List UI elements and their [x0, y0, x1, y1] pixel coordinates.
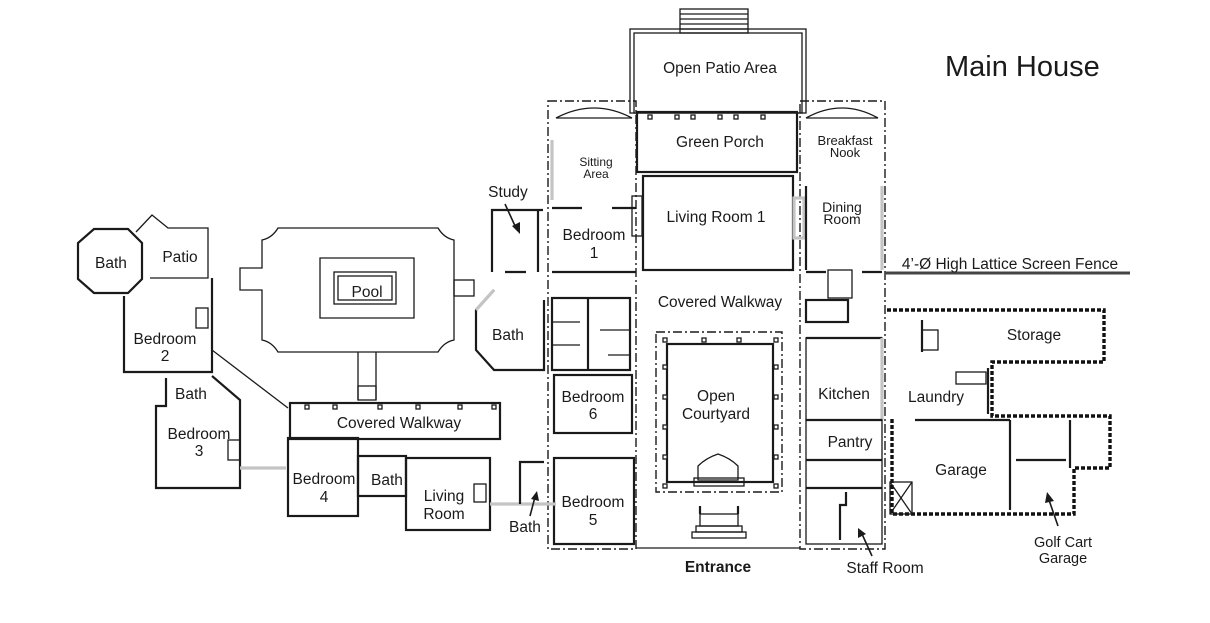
- label-bedroom-3b: 3: [195, 443, 204, 460]
- label-garage: Garage: [935, 462, 987, 479]
- label-bedroom-4b: 4: [320, 489, 329, 506]
- label-courtyard-1: Open: [697, 388, 735, 405]
- label-bedroom-5a: Bedroom: [562, 494, 625, 511]
- main-block-outline: [547, 100, 886, 550]
- pool-bath: [474, 288, 546, 372]
- bedroom-2-walls: [122, 278, 214, 374]
- label-golf-cart-2: Garage: [1039, 551, 1087, 567]
- arrow-staff-room: [858, 528, 873, 557]
- pool-deck: [239, 227, 475, 401]
- label-patio: Patio: [162, 249, 197, 266]
- open-courtyard: [655, 331, 783, 493]
- entrance-steps: [691, 506, 747, 539]
- label-dining-2: Room: [823, 211, 860, 227]
- patio-west: [135, 214, 209, 279]
- bedroom-6-walls: [552, 373, 634, 435]
- label-bedroom-4a: Bedroom: [293, 471, 356, 488]
- label-fence: 4’-Ø High Lattice Screen Fence: [902, 256, 1118, 273]
- label-green-porch: Green Porch: [676, 134, 764, 151]
- bedroom-4-block: [286, 436, 556, 532]
- breakfast-nook-bay: [805, 107, 879, 119]
- label-covered-walkway-west: Covered Walkway: [337, 415, 462, 432]
- label-bath-mid: Bath: [175, 386, 207, 403]
- bedroom-3-walls: [154, 375, 242, 490]
- arrow-study: [504, 203, 520, 234]
- label-bedroom-5b: 5: [589, 512, 598, 529]
- label-living-room-2a: Living: [424, 488, 465, 505]
- study-walls: [490, 208, 543, 274]
- diagonal-walk: [211, 349, 289, 409]
- label-storage: Storage: [1007, 327, 1061, 344]
- arrow-golf-cart: [1045, 492, 1059, 527]
- label-golf-cart-1: Golf Cart: [1034, 535, 1092, 551]
- label-pool: Pool: [351, 284, 382, 301]
- label-breakfast-2: Nook: [830, 145, 861, 160]
- closets: [550, 296, 632, 372]
- label-bath-b4: Bath: [371, 472, 403, 489]
- label-covered-walkway-main: Covered Walkway: [658, 294, 783, 311]
- label-study: Study: [488, 184, 528, 201]
- title: Main House: [945, 51, 1100, 83]
- label-bath-octagon: Bath: [95, 255, 127, 272]
- label-sitting-2: Area: [583, 167, 609, 181]
- label-bedroom-2b: 2: [161, 348, 170, 365]
- service-wing: [887, 308, 1112, 516]
- label-bedroom-6a: Bedroom: [562, 389, 625, 406]
- label-breakfast-1: Breakfast: [818, 133, 873, 148]
- arrow-bath: [529, 491, 539, 517]
- bedroom-5-walls: [552, 456, 636, 546]
- label-open-patio: Open Patio Area: [663, 60, 777, 77]
- label-living-room-1: Living Room 1: [666, 209, 765, 226]
- sitting-area-bay: [555, 107, 633, 119]
- label-bath-arrow: Bath: [509, 519, 541, 536]
- label-entrance: Entrance: [685, 559, 752, 576]
- label-laundry: Laundry: [908, 389, 964, 406]
- label-living-room-2b: Room: [423, 506, 464, 523]
- label-bedroom-1b: 1: [590, 245, 599, 262]
- label-kitchen: Kitchen: [818, 386, 870, 403]
- east-wing-walls: [804, 186, 884, 545]
- label-bedroom-2a: Bedroom: [134, 331, 197, 348]
- label-courtyard-2: Courtyard: [682, 406, 750, 423]
- label-bath-pool: Bath: [492, 327, 524, 344]
- fireplace-living-1: [631, 195, 643, 237]
- label-bedroom-1a: Bedroom: [563, 227, 626, 244]
- label-sitting-1: Sitting: [579, 155, 612, 169]
- label-staff-room: Staff Room: [846, 560, 923, 577]
- label-pantry: Pantry: [828, 434, 873, 451]
- label-bedroom-3a: Bedroom: [168, 426, 231, 443]
- green-porch: [635, 110, 799, 174]
- label-dining-1: Dining: [822, 199, 862, 215]
- covered-walkway-west: [288, 401, 502, 441]
- octagon-bath: [76, 227, 144, 295]
- label-bedroom-6b: 6: [589, 406, 598, 423]
